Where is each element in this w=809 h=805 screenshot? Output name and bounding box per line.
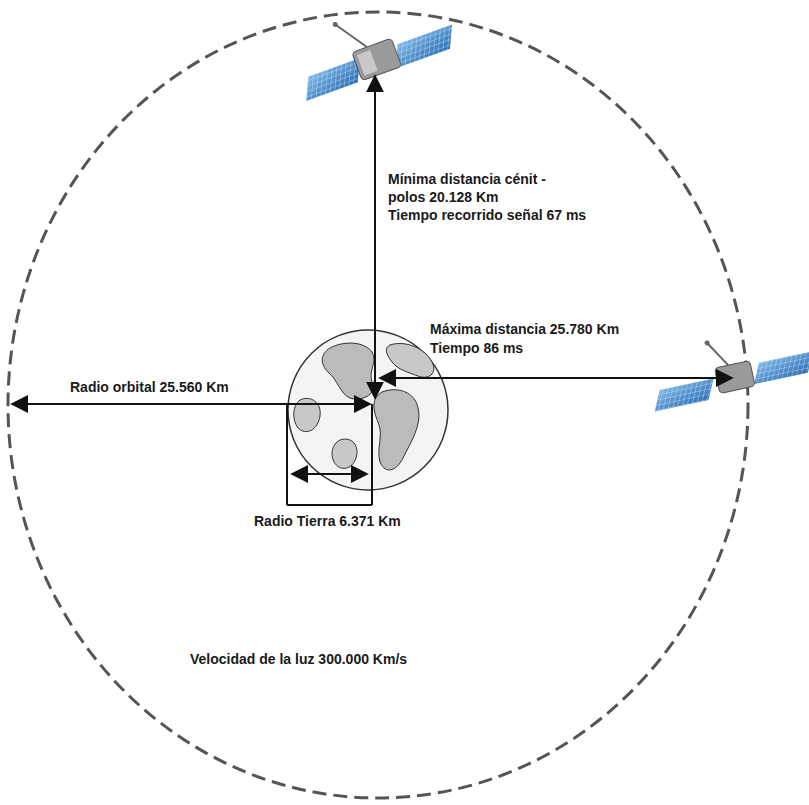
radius-label: Radio Tierra 6.371 Km <box>254 512 401 530</box>
time-label: Tiempo 86 ms <box>430 339 523 357</box>
time-label: Tiempo recorrido señal 67 ms <box>388 206 586 224</box>
earth-globe <box>288 330 448 490</box>
distance-label: Máxima distancia 25.780 Km <box>430 320 619 338</box>
distance-label: Mínima distancia cénit - polos 20.128 Km <box>388 170 558 206</box>
radius-label: Radio orbital 25.560 Km <box>70 378 229 396</box>
speed-label: Velocidad de la luz 300.000 Km/s <box>190 650 407 668</box>
satellite-top <box>284 0 459 101</box>
orbital-radius-arrow <box>12 403 370 405</box>
satellite-right <box>643 319 809 411</box>
min-distance-arrow <box>374 76 376 398</box>
max-distance-arrow <box>380 377 732 379</box>
orbit-circle <box>8 12 748 798</box>
earth-radius-bracket <box>287 404 372 505</box>
